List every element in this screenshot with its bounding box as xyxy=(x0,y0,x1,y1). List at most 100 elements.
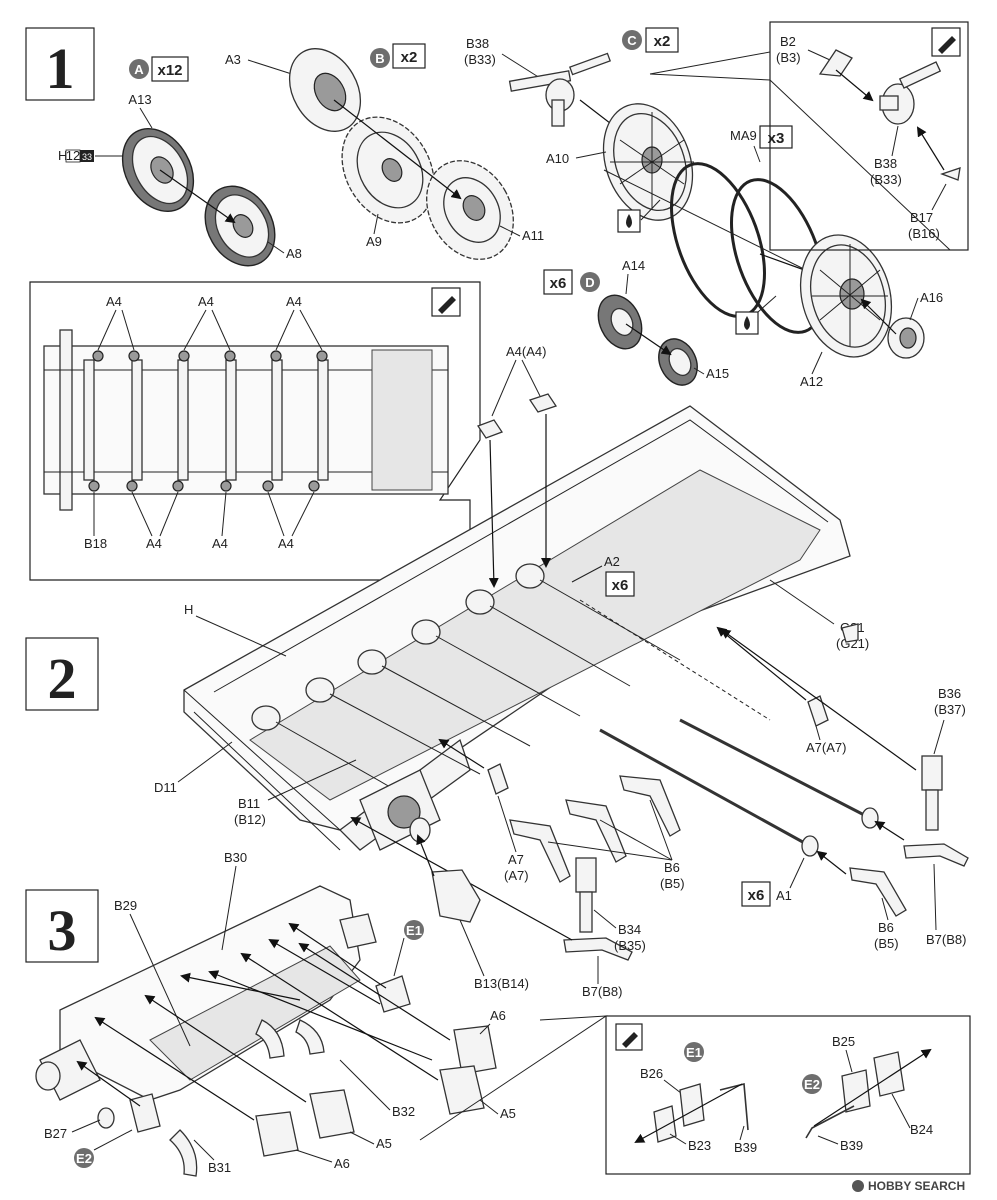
return-roller-a14 xyxy=(597,294,643,350)
svg-text:x6: x6 xyxy=(550,275,567,292)
label-A14: A14 xyxy=(622,258,645,273)
label-B7: B7(B8) xyxy=(926,932,966,947)
svg-text:x2: x2 xyxy=(654,33,671,50)
svg-text:(B33): (B33) xyxy=(870,172,902,187)
label-B29: B29 xyxy=(114,898,137,913)
step-3-number: 3 xyxy=(25,889,99,963)
cement-icon-1 xyxy=(617,209,641,233)
detail-inset-suspension: A4 A4 A4 B18 A4 A4 A4 xyxy=(29,281,481,581)
svg-text:HOBBY SEARCH: HOBBY SEARCH xyxy=(868,1179,965,1193)
label-B32: B32 xyxy=(392,1104,415,1119)
label-A6: A6 xyxy=(490,1008,506,1023)
label-B5: (B5) xyxy=(660,876,685,891)
svg-text:D: D xyxy=(585,275,594,290)
shock-absorber-b34 xyxy=(563,857,633,961)
shock-absorber-b36 xyxy=(903,755,969,867)
label-B36: B36 xyxy=(938,686,961,701)
svg-text:A: A xyxy=(134,62,144,77)
svg-text:(B16): (B16) xyxy=(908,226,940,241)
svg-text:B2: B2 xyxy=(780,34,796,49)
label-B7b: B7(B8) xyxy=(582,984,622,999)
road-wheel-a13 xyxy=(121,127,195,213)
towing-hooks-e1 xyxy=(339,913,411,1013)
label-A11: A11 xyxy=(522,228,544,243)
svg-text:B39: B39 xyxy=(840,1138,863,1153)
svg-text:B25: B25 xyxy=(832,1034,855,1049)
callout-A1-count: x6 xyxy=(741,881,771,907)
final-drive-plate xyxy=(359,769,441,851)
label-D11: D11 xyxy=(154,780,177,795)
watermark: HOBBY SEARCH xyxy=(852,1179,965,1193)
label-A7a: A7(A7) xyxy=(806,740,846,755)
torsion-bar-a1 xyxy=(599,718,879,857)
label-G21b: (G21) xyxy=(836,636,869,651)
label-B35: (B35) xyxy=(614,938,646,953)
inset-a4-bot-1: A4 xyxy=(146,536,162,551)
inset-b18: B18 xyxy=(84,536,107,551)
label-A12: A12 xyxy=(800,374,823,389)
label-B31: B31 xyxy=(208,1160,231,1175)
inset-a4-top-1: A4 xyxy=(106,294,122,309)
suspension-arms-b6 xyxy=(509,775,907,917)
label-A7: A7 xyxy=(508,852,524,867)
label-H: H xyxy=(184,602,193,617)
torsion-bar-housings xyxy=(251,563,681,805)
road-wheel-a8 xyxy=(204,185,276,267)
cement-icon-2 xyxy=(735,311,759,335)
svg-text:B38: B38 xyxy=(874,156,897,171)
svg-text:x6: x6 xyxy=(748,887,765,904)
label-B12: (B12) xyxy=(234,812,266,827)
idler-wheel-a12 xyxy=(799,234,893,358)
callout-E2-step3: E2 xyxy=(74,1148,94,1168)
svg-text:x2: x2 xyxy=(401,49,418,66)
label-A5: A5 xyxy=(500,1106,516,1121)
callout-E1-step3: E1 xyxy=(404,920,424,940)
idler-hub-a16 xyxy=(887,317,925,359)
svg-text:B: B xyxy=(375,51,384,66)
label-A10: A10 xyxy=(546,151,569,166)
callout-A2-count: x6 xyxy=(605,571,635,597)
inset-a4-top-5: A4 xyxy=(286,294,302,309)
label-B30: B30 xyxy=(224,850,247,865)
step-2-number: 2 xyxy=(25,637,99,711)
svg-text:(B3): (B3) xyxy=(776,50,801,65)
svg-text:12: 12 xyxy=(66,148,80,163)
label-A9: A9 xyxy=(366,234,382,249)
label-A13: A13 xyxy=(128,92,151,107)
idler-wheel-a10 xyxy=(602,103,694,221)
label-A3: A3 xyxy=(225,52,241,67)
svg-text:E2: E2 xyxy=(76,1151,92,1166)
callout-C: C x2 xyxy=(622,27,679,53)
svg-text:E1: E1 xyxy=(686,1045,702,1060)
svg-text:E1: E1 xyxy=(406,923,422,938)
label-A7b: (A7) xyxy=(504,868,529,883)
svg-text:B26: B26 xyxy=(640,1066,663,1081)
inset-a4-top-3: A4 xyxy=(198,294,214,309)
bracket-b13 xyxy=(431,869,481,923)
callout-MA9-count: x3 xyxy=(759,125,793,149)
callout-A: A x12 xyxy=(129,56,189,82)
idler-arm-b38 xyxy=(508,52,611,127)
label-A2: A2 xyxy=(604,554,620,569)
svg-text:B24: B24 xyxy=(910,1122,933,1137)
return-roller-a15 xyxy=(658,338,698,386)
svg-text:x12: x12 xyxy=(157,62,182,79)
hull-code-badge: H 12 33 xyxy=(58,148,94,163)
label-MA9: MA9 xyxy=(730,128,757,143)
svg-text:H: H xyxy=(58,148,67,163)
sprocket-hub-a3 xyxy=(288,48,362,132)
inset-a4-bot-5: A4 xyxy=(278,536,294,551)
svg-text:2: 2 xyxy=(48,646,77,711)
glue-icon xyxy=(622,1032,638,1048)
callout-D: x6 D xyxy=(543,269,600,295)
svg-text:x6: x6 xyxy=(612,577,629,594)
label-B13: B13(B14) xyxy=(474,976,529,991)
label-B6b: B6 xyxy=(878,920,894,935)
detail-inset-tow-hooks: E1 B26 B23 B39 E2 B25 B24 B39 xyxy=(419,1015,971,1175)
glue-icon xyxy=(938,36,956,54)
svg-text:E2: E2 xyxy=(804,1077,820,1092)
label-A15: A15 xyxy=(706,366,729,381)
svg-text:C: C xyxy=(627,33,637,48)
label-A4A4: A4(A4) xyxy=(506,344,546,359)
